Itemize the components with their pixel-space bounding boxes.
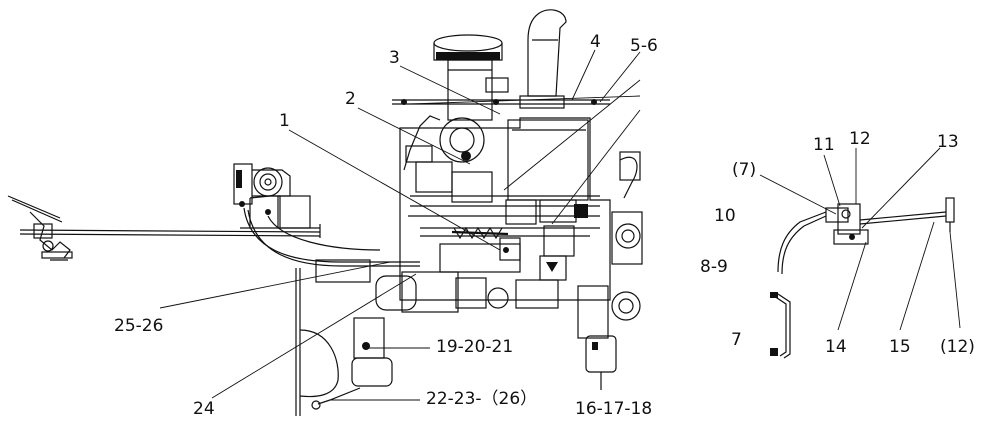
label-16-17-18: 16-17-18	[575, 399, 652, 419]
label-25-26: 25-26	[114, 316, 163, 336]
engine-block	[375, 115, 643, 390]
label-19-20-21: 19-20-21	[436, 337, 513, 357]
label-12-ref: (12)	[940, 337, 975, 357]
label-5-6: 5-6	[630, 36, 658, 56]
label-13: 13	[937, 132, 959, 152]
support-plate	[295, 259, 393, 416]
label-24: 24	[193, 399, 215, 419]
label-8-9: 8-9	[700, 257, 728, 277]
label-7: 7	[731, 330, 742, 350]
exhaust-pipe	[519, 9, 567, 109]
label-10: 10	[714, 206, 736, 226]
label-14: 14	[825, 337, 847, 357]
label-2: 2	[345, 89, 356, 109]
leader-lines	[159, 49, 961, 401]
label-3: 3	[389, 48, 400, 68]
air-filter	[433, 34, 509, 121]
label-22-23-26: 22-23-（26）	[426, 389, 537, 409]
label-12: 12	[849, 129, 871, 149]
cable-harness	[243, 207, 420, 267]
label-1: 1	[279, 111, 290, 131]
valve-assembly	[777, 197, 955, 275]
callout-labels: 1 2 3 4 5-6 (7) 11 12 13 10 8-9 7 14 15 …	[114, 32, 975, 419]
label-15: 15	[889, 337, 911, 357]
label-11: 11	[813, 135, 835, 155]
blower-unit	[233, 163, 291, 215]
bracket-7-8-9	[770, 292, 791, 359]
crossbar	[392, 99, 610, 105]
label-7-ref: (7)	[732, 160, 756, 180]
label-4: 4	[590, 32, 601, 52]
